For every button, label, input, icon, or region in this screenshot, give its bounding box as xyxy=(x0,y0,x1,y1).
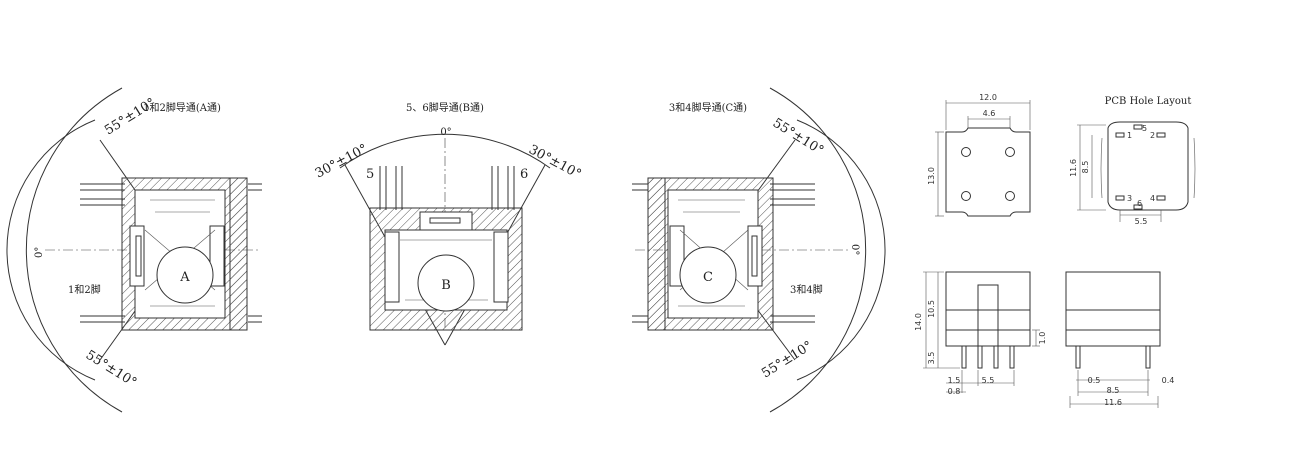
view-c-ball xyxy=(679,246,737,304)
side-right-body xyxy=(1065,271,1161,347)
view-c-inner-arc xyxy=(796,119,886,381)
top-view: 12.0 4.6 13.0 xyxy=(927,93,1031,217)
top-view-width: 12.0 xyxy=(979,93,997,102)
view-b-title: 5、6脚导通(B通) xyxy=(406,101,484,114)
side-front-d1: 1.5 xyxy=(948,376,961,385)
pcb-pad-4 xyxy=(1156,195,1166,201)
view-b-ball xyxy=(417,254,475,312)
top-view-outline xyxy=(945,127,1031,217)
view-a-angle-arc xyxy=(25,87,123,413)
side-front-body xyxy=(945,271,1031,347)
view-a-zero: 0° xyxy=(34,247,45,258)
view-a-inner-arc xyxy=(6,119,96,381)
top-view-inner: 4.6 xyxy=(983,109,996,118)
view-a: 1和2脚导通(A通) 55°±10° 55°±10° 0° A 1和2脚 xyxy=(6,87,262,413)
side-right-d4: 11.6 xyxy=(1104,398,1122,407)
side-front-body-height: 10.5 xyxy=(927,300,936,318)
pcb-pad-3 xyxy=(1115,195,1125,201)
pcb-pad-5 xyxy=(1133,124,1143,130)
view-c-angle-bottom: 55°±10° xyxy=(759,338,815,381)
pcb-pad-6 xyxy=(1133,204,1143,210)
view-c-angle-arc xyxy=(769,87,867,413)
view-b-pin-left: 5 xyxy=(366,167,374,182)
view-b-angle-right: 30°±10° xyxy=(526,142,583,182)
view-c-zero: 0° xyxy=(849,244,860,255)
pcb-label-6: 6 xyxy=(1137,199,1142,208)
view-c-title: 3和4脚导通(C通) xyxy=(669,101,747,114)
pcb-pad-2 xyxy=(1156,132,1166,138)
pcb-outline xyxy=(1107,121,1189,211)
view-b: 5、6脚导通(B通) 0° 30°±10° 30°±10° 5 6 B xyxy=(313,101,583,346)
view-a-ball xyxy=(156,246,214,304)
view-b-angle-left: 30°±10° xyxy=(313,142,370,182)
view-a-angle-top: 55°±10° xyxy=(102,95,158,138)
pcb-h-inner: 8.5 xyxy=(1081,161,1090,174)
view-c: 3和4脚导通(C通) 55°±10° 55°±10° 0° C 3和4脚 xyxy=(632,87,886,413)
view-c-angle-top: 55°±10° xyxy=(770,116,826,159)
pcb-label-4: 4 xyxy=(1150,194,1155,203)
pcb-label-3: 3 xyxy=(1127,194,1132,203)
view-b-angle-arc xyxy=(339,133,551,169)
view-c-ball-label: C xyxy=(703,270,713,285)
view-a-ball-label: A xyxy=(179,270,190,285)
pcb-pad-1 xyxy=(1115,132,1125,138)
view-b-zero: 0° xyxy=(440,127,451,138)
pcb-title: PCB Hole Layout xyxy=(1105,96,1192,107)
side-front-lead-short: 1.0 xyxy=(1038,332,1047,345)
pcb-label-2: 2 xyxy=(1150,131,1155,140)
pcb-label-5: 5 xyxy=(1142,124,1147,133)
side-front-d2: 5.5 xyxy=(982,376,995,385)
side-right-d1: 0.5 xyxy=(1088,376,1101,385)
pcb-pitch: 5.5 xyxy=(1135,217,1148,226)
side-right-d3: 8.5 xyxy=(1107,386,1120,395)
view-b-ball-label: B xyxy=(441,278,451,293)
view-b-pin-right: 6 xyxy=(520,167,528,182)
pcb-h-outer: 11.6 xyxy=(1069,159,1078,177)
view-a-pins: 1和2脚 xyxy=(68,283,101,296)
side-front-d3: 0.8 xyxy=(948,387,961,396)
pcb-label-1: 1 xyxy=(1127,131,1132,140)
side-right-view: 0.5 0.4 8.5 11.6 xyxy=(1065,271,1175,408)
view-c-pins: 3和4脚 xyxy=(790,283,823,296)
pcb-layout: PCB Hole Layout 5 1 2 3 4 6 11.6 8.5 5.5 xyxy=(1069,96,1196,226)
side-front-view: 14.0 10.5 3.5 1.0 1.5 5.5 0.8 xyxy=(914,271,1047,396)
view-a-title: 1和2脚导通(A通) xyxy=(143,101,221,114)
side-front-lead: 3.5 xyxy=(927,352,936,365)
side-right-d2: 0.4 xyxy=(1162,376,1175,385)
side-front-total: 14.0 xyxy=(914,313,923,331)
top-view-height: 13.0 xyxy=(927,167,936,185)
view-a-angle-bottom: 55°±10° xyxy=(83,348,139,391)
